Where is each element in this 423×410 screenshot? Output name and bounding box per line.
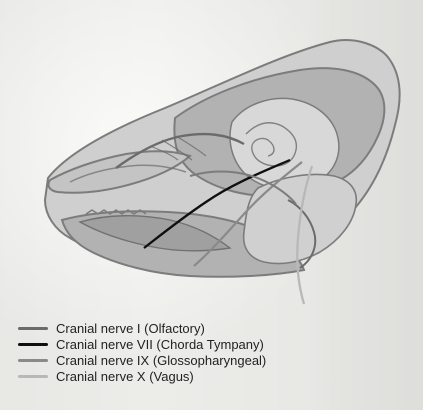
legend: Cranial nerve I (Olfactory) Cranial nerv…: [18, 320, 278, 384]
legend-row-olfactory: Cranial nerve I (Olfactory): [18, 320, 278, 336]
legend-label-vagus: Cranial nerve X (Vagus): [56, 369, 194, 384]
legend-label-chorda-tympany: Cranial nerve VII (Chorda Tympany): [56, 337, 264, 352]
legend-row-glossopharyngeal: Cranial nerve IX (Glossopharyngeal): [18, 352, 278, 368]
legend-line-olfactory: [18, 327, 48, 330]
legend-line-chorda-tympany: [18, 343, 48, 346]
legend-label-glossopharyngeal: Cranial nerve IX (Glossopharyngeal): [56, 353, 266, 368]
legend-row-vagus: Cranial nerve X (Vagus): [18, 368, 278, 384]
legend-line-vagus: [18, 375, 48, 378]
legend-row-chorda-tympany: Cranial nerve VII (Chorda Tympany): [18, 336, 278, 352]
legend-line-glossopharyngeal: [18, 359, 48, 362]
legend-label-olfactory: Cranial nerve I (Olfactory): [56, 321, 205, 336]
